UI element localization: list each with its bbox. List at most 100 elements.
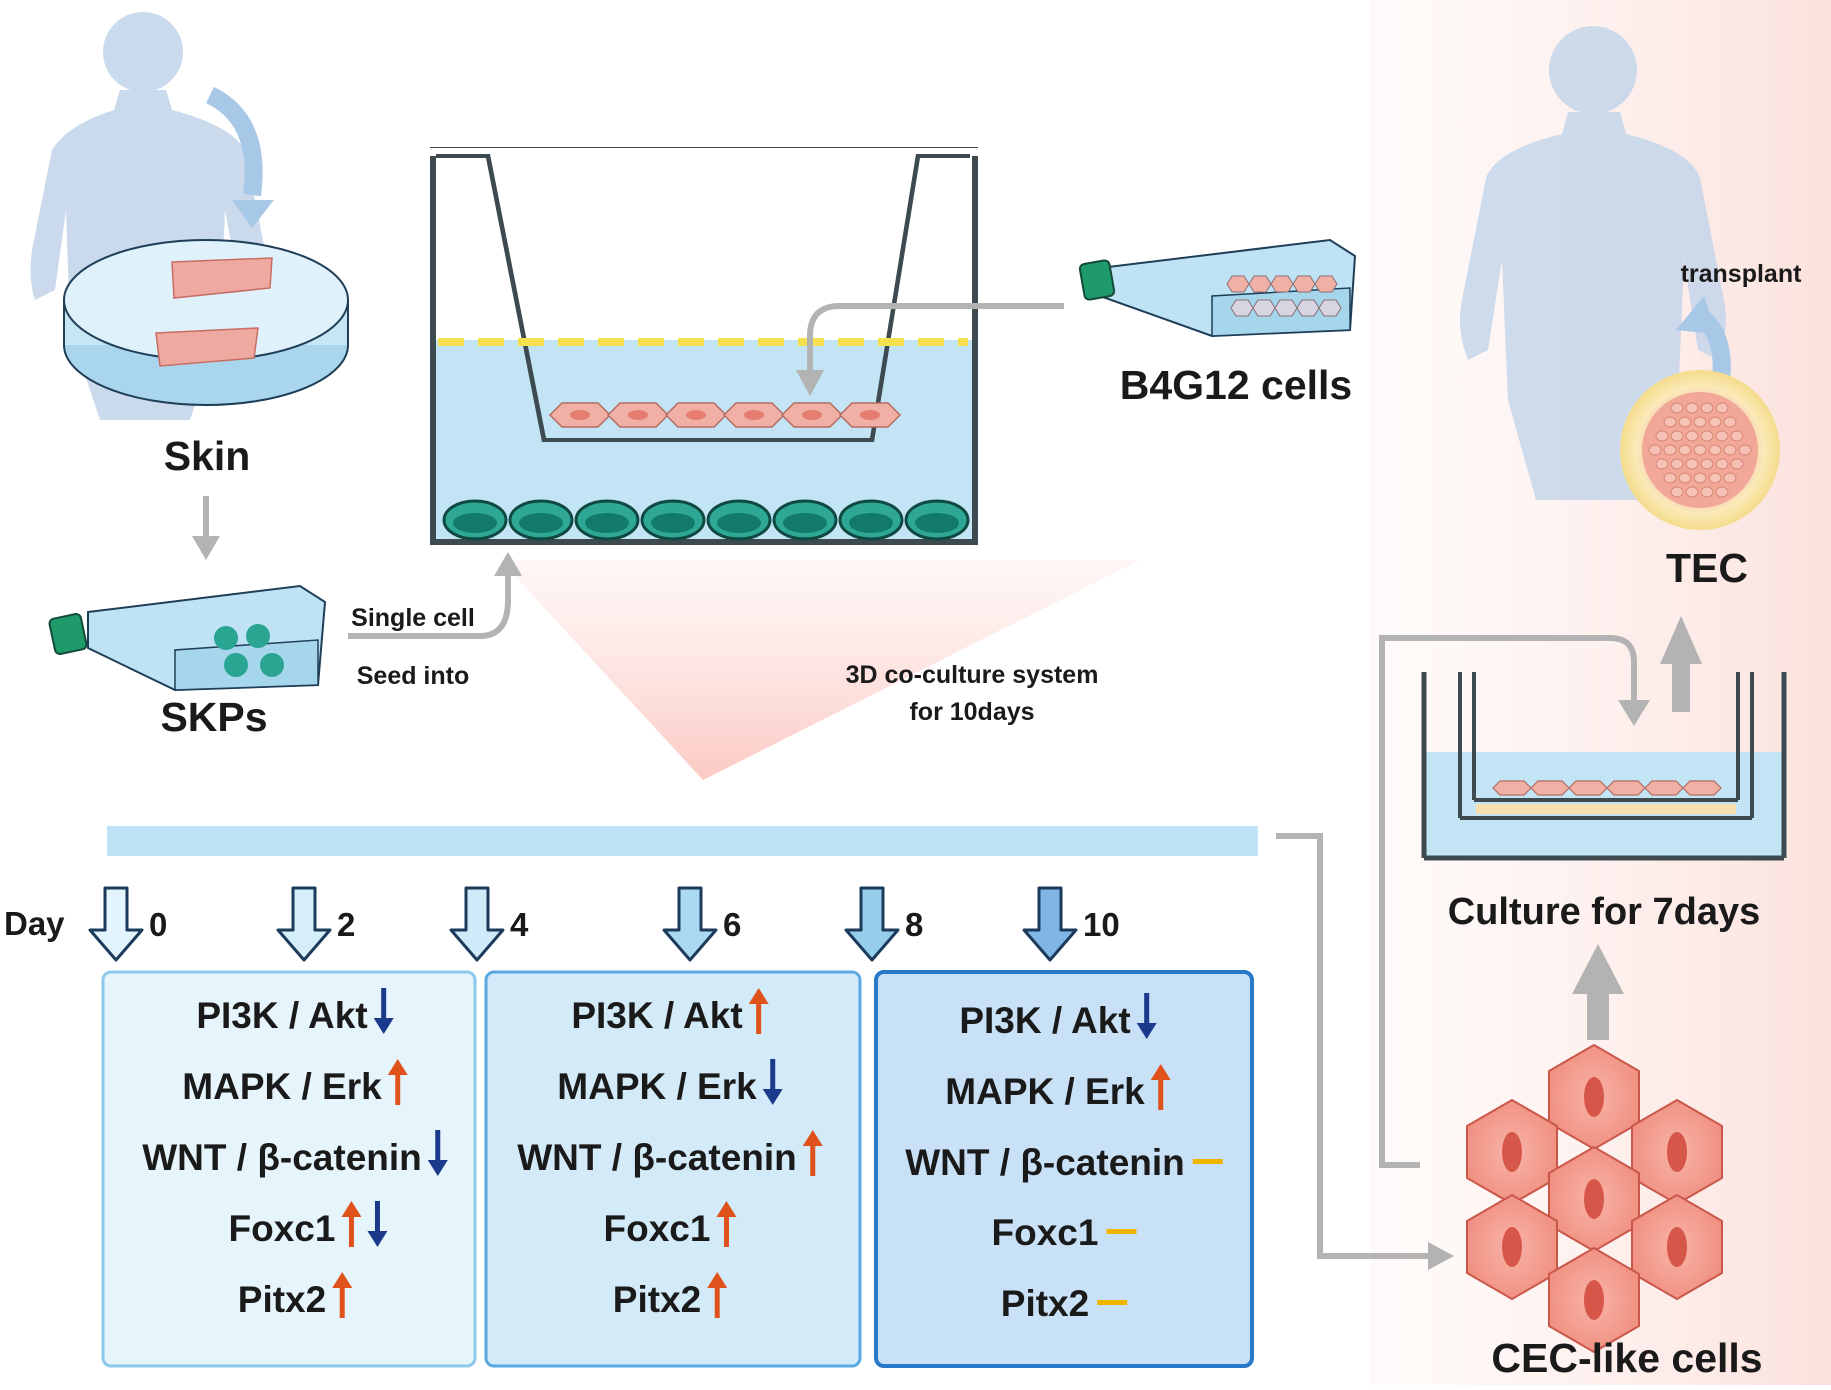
- down-arrow-mark: [367, 1231, 388, 1247]
- pathway-label: PI3K / Akt: [571, 995, 742, 1036]
- tec-cell: [1685, 458, 1699, 470]
- pathway-row: WNT / β-catenin: [517, 1130, 823, 1178]
- flask-cell: [1314, 275, 1338, 293]
- teal-cell: [574, 499, 640, 541]
- flask-cell: [1318, 299, 1342, 317]
- panel-box: [101, 970, 477, 1368]
- tec-cell: [1730, 430, 1744, 442]
- day-arrow: [662, 886, 718, 962]
- pathway-row: Foxc1: [229, 1201, 388, 1249]
- flask-cell: [1226, 275, 1250, 293]
- pathway-label: WNT / β-catenin: [905, 1142, 1185, 1183]
- tec-cell: [1715, 486, 1729, 498]
- arrow-skin-skps-head: [192, 536, 220, 560]
- up-arrow-mark: [716, 1201, 737, 1217]
- pathway-row: MAPK / Erk: [182, 1059, 408, 1107]
- pathway-label: MAPK / Erk: [182, 1066, 382, 1107]
- pathway-label: MAPK / Erk: [557, 1066, 757, 1107]
- tec-cell: [1655, 430, 1669, 442]
- flask-cell: [1248, 275, 1272, 293]
- day-arrow: [449, 886, 505, 962]
- flask-cell: [1270, 275, 1294, 293]
- arrow-b4g12: [807, 303, 1064, 372]
- day-markers: 0 2 4 6 8 10: [88, 886, 1120, 962]
- curved-arrow-skin-head: [232, 200, 274, 228]
- teal-cell: [772, 499, 838, 541]
- arrow-b4g12-head: [796, 370, 824, 396]
- no-change-mark: [1106, 1229, 1137, 1234]
- arrow-to-tec: [1672, 660, 1690, 712]
- pathway-row: PI3K / Akt: [959, 993, 1157, 1041]
- day-number: 10: [1083, 906, 1120, 943]
- label-b4g12: B4G12 cells: [1120, 362, 1353, 408]
- arrow-to-culture: [1587, 990, 1609, 1040]
- small-insert-cell: [1606, 780, 1646, 796]
- arrow-loop: [1379, 635, 1637, 1168]
- day-arrow: [844, 886, 900, 962]
- label-transplant: transplant: [1681, 260, 1803, 288]
- label-seed-into: Seed into: [357, 662, 470, 690]
- up-arrow-mark: [802, 1130, 823, 1146]
- insert-cell: [548, 402, 612, 428]
- arrow-loop-head: [1618, 700, 1650, 726]
- up-arrow-mark: [748, 988, 769, 1004]
- day-marker: 2: [276, 886, 355, 962]
- pathway-row: Pitx2: [1001, 1283, 1128, 1324]
- pathway-label: Pitx2: [238, 1279, 326, 1320]
- tec-cell: [1700, 486, 1714, 498]
- day-marker: 4: [449, 886, 529, 962]
- tec-cell: [1715, 430, 1729, 442]
- tec-cell: [1648, 444, 1662, 456]
- tec-cell: [1708, 472, 1722, 484]
- pathway-label: WNT / β-catenin: [517, 1137, 797, 1178]
- tec-cell: [1723, 444, 1737, 456]
- day-number: 8: [905, 906, 923, 943]
- day-number: 2: [337, 906, 355, 943]
- pathway-label: Pitx2: [613, 1279, 701, 1320]
- teal-cell: [904, 499, 970, 541]
- down-arrow-mark: [427, 1160, 448, 1176]
- no-change-mark: [1192, 1159, 1223, 1164]
- cec-like-cells-cluster: [1466, 1044, 1723, 1353]
- arrow-to-culture-head: [1572, 944, 1624, 994]
- arrow-timeline-to-cec-head: [1428, 1242, 1454, 1270]
- no-change-mark: [1097, 1300, 1128, 1305]
- cec-cell: [1631, 1099, 1723, 1205]
- label-cec: CEC-like cells: [1491, 1335, 1762, 1381]
- tec-cell: [1685, 486, 1699, 498]
- teal-cell: [508, 499, 574, 541]
- up-arrow-mark: [387, 1059, 408, 1075]
- cec-cell: [1548, 1044, 1640, 1150]
- cec-cell: [1631, 1194, 1723, 1300]
- small-insert-cell: [1530, 780, 1570, 796]
- panel-box: [484, 970, 862, 1368]
- small-insert-cell: [1682, 780, 1722, 796]
- teal-cell: [442, 499, 508, 541]
- up-arrow-mark: [1150, 1064, 1171, 1080]
- pathway-row: Foxc1: [992, 1212, 1137, 1253]
- day-marker: 0: [88, 886, 167, 962]
- label-culture7: Culture for 7days: [1448, 891, 1761, 933]
- tec-cell: [1670, 430, 1684, 442]
- pathway-row: MAPK / Erk: [945, 1064, 1171, 1112]
- tec-cell: [1693, 472, 1707, 484]
- tec-cell: [1708, 444, 1722, 456]
- cec-cell: [1466, 1194, 1558, 1300]
- pink-cone-arrow: [500, 560, 1140, 780]
- tec-cell: [1670, 402, 1684, 414]
- tec-cell: [1693, 444, 1707, 456]
- day-marker: 10: [1022, 886, 1120, 962]
- day-number: 6: [723, 906, 741, 943]
- flask-cell: [1274, 299, 1298, 317]
- tec-cell: [1663, 444, 1677, 456]
- tec-cell: [1700, 430, 1714, 442]
- skps-flask: [48, 584, 327, 692]
- arrow-seed-head: [494, 552, 522, 576]
- tec-cell: [1723, 416, 1737, 428]
- small-insert-cell: [1644, 780, 1684, 796]
- pathway-label: Pitx2: [1001, 1283, 1089, 1324]
- tec-graft: [1620, 370, 1780, 530]
